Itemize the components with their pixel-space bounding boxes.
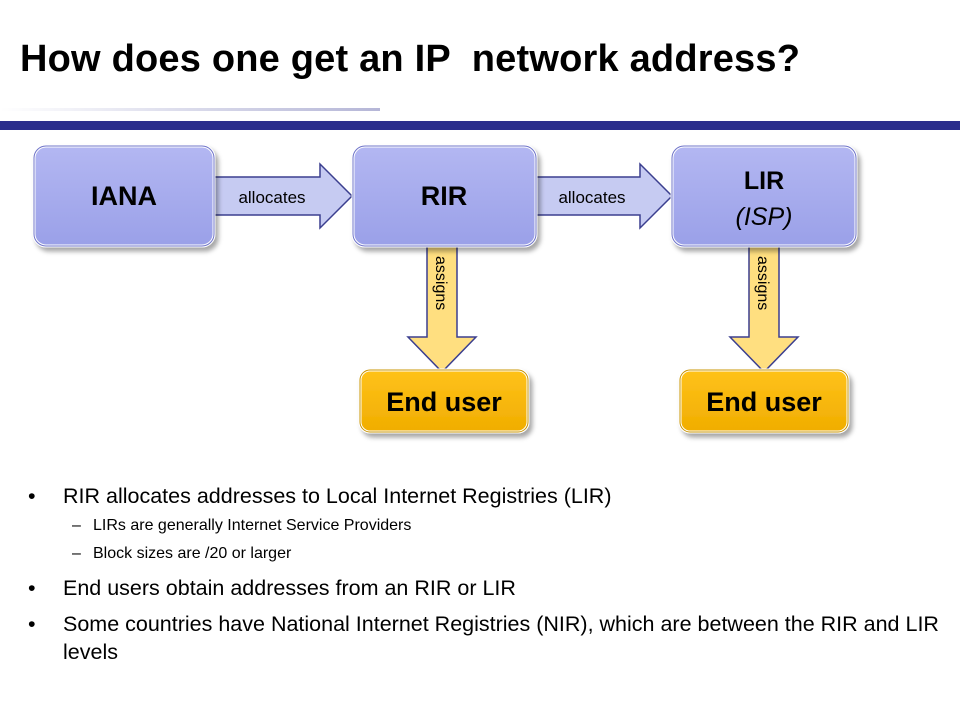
bullet-item: Some countries have National Internet Re… (28, 610, 958, 666)
arrow-label-assigns: assigns (754, 256, 771, 310)
arrow-lir-to-end-user: assigns (728, 245, 800, 374)
title-underline-fade (0, 108, 380, 111)
node-lir: LIR (ISP) (670, 144, 858, 248)
node-label-end-user: End user (706, 387, 822, 417)
arrow-label-allocates: allocates (558, 188, 625, 207)
node-sublabel-isp: (ISP) (736, 203, 793, 231)
sub-bullet-item: LIRs are generally Internet Service Prov… (28, 516, 958, 536)
node-rir: RIR (351, 144, 538, 248)
registry-flow-diagram: allocates allocates assigns assigns IANA… (32, 144, 858, 434)
arrow-label-assigns: assigns (432, 256, 449, 310)
arrow-iana-to-rir: allocates (211, 162, 354, 230)
arrow-label-allocates: allocates (238, 188, 305, 207)
node-end-user-rir: End user (358, 368, 530, 434)
node-label-iana: IANA (91, 181, 157, 211)
node-label-rir: RIR (421, 181, 468, 211)
node-label-lir: LIR (744, 167, 784, 195)
bullet-item: End users obtain addresses from an RIR o… (28, 574, 958, 602)
bullet-list: RIR allocates addresses to Local Interne… (28, 482, 958, 674)
title-divider (0, 121, 960, 130)
bullet-item: RIR allocates addresses to Local Interne… (28, 482, 958, 510)
node-end-user-lir: End user (678, 368, 850, 434)
page-title: How does one get an IP network address? (20, 38, 801, 80)
arrow-rir-to-lir: allocates (532, 162, 674, 230)
node-iana: IANA (32, 144, 216, 248)
arrow-rir-to-end-user: assigns (406, 245, 478, 374)
node-label-end-user: End user (386, 387, 502, 417)
sub-bullet-item: Block sizes are /20 or larger (28, 544, 958, 564)
